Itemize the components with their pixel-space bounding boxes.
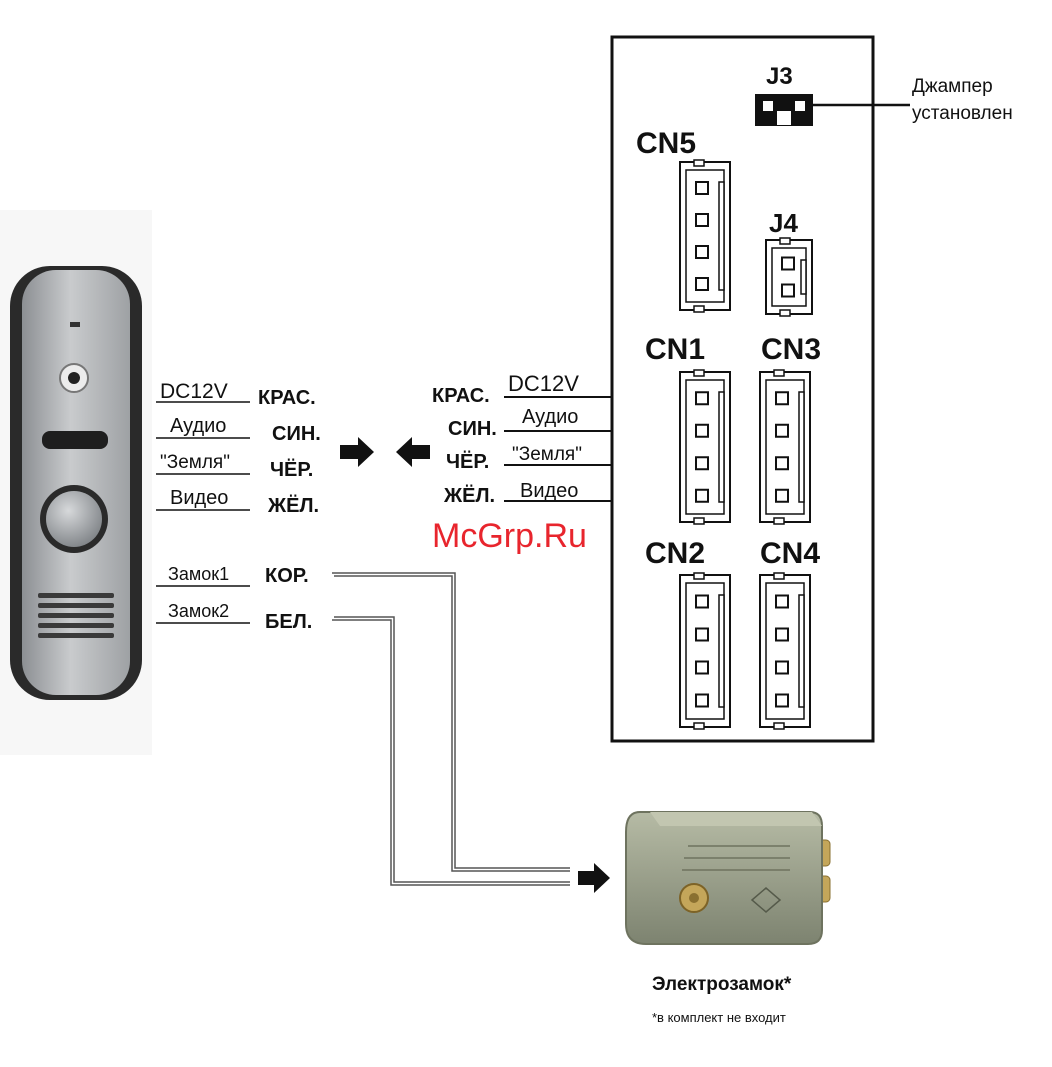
jumper-note-line1: Джампер bbox=[912, 76, 993, 97]
connector-pin bbox=[775, 693, 789, 708]
right-color-red: КРАС. bbox=[432, 385, 490, 407]
left-label-audio: Аудио bbox=[170, 415, 226, 437]
right-label-video: Видео bbox=[520, 480, 578, 502]
left-color-red: КРАС. bbox=[258, 387, 316, 409]
lock-note: *в комплект не входит bbox=[652, 1010, 786, 1025]
connector-pin bbox=[775, 627, 789, 642]
camera-pupil bbox=[68, 372, 80, 384]
left-label-ground: "Земля" bbox=[160, 452, 230, 473]
cn3-label: CN3 bbox=[761, 333, 821, 366]
lock-body bbox=[625, 811, 823, 945]
connector-pin bbox=[695, 594, 709, 609]
call-button-icon bbox=[46, 491, 102, 547]
left-color-white: БЕЛ. bbox=[265, 611, 312, 633]
speaker-grille bbox=[38, 593, 114, 638]
connector-pin bbox=[695, 660, 709, 675]
left-label-dc12v: DC12V bbox=[160, 380, 228, 403]
cn5-label: CN5 bbox=[636, 127, 696, 160]
connector-pin bbox=[781, 256, 795, 271]
left-label-lock1: Замок1 bbox=[168, 564, 229, 584]
connector-pin bbox=[695, 181, 709, 195]
lock-title: Электрозамок* bbox=[652, 974, 792, 995]
ir-window bbox=[42, 431, 108, 449]
connector-pin bbox=[775, 391, 789, 406]
cn2-label: CN2 bbox=[645, 537, 705, 570]
left-color-black: ЧЁР. bbox=[270, 458, 313, 481]
j3-title: J3 bbox=[766, 63, 793, 90]
panel-face bbox=[22, 270, 130, 695]
lock-logo-icon bbox=[750, 887, 782, 913]
cn3-connector bbox=[759, 369, 811, 525]
connector-group bbox=[679, 159, 813, 730]
watermark-text: McGrp.Ru bbox=[432, 517, 587, 555]
monitor-wire-labels: КРАС. СИН. ЧЁР. ЖЁЛ. DC12V Аудио "Земля"… bbox=[432, 371, 705, 507]
cn4-label: CN4 bbox=[760, 537, 820, 570]
connector-pin bbox=[695, 693, 709, 708]
connector-pin bbox=[781, 283, 795, 298]
arrow-left-icon bbox=[396, 437, 430, 467]
connector-pin bbox=[695, 423, 709, 438]
right-label-audio: Аудио bbox=[522, 406, 578, 428]
led-indicator bbox=[70, 322, 80, 327]
arrow-right-icon bbox=[578, 863, 610, 893]
connector-pin bbox=[695, 456, 709, 471]
connector-pin bbox=[775, 488, 789, 503]
connector-pin bbox=[695, 391, 709, 406]
lock-top-face bbox=[650, 812, 822, 826]
panel-wire-labels: DC12V Аудио "Земля" Видео Замок1 Замок2 … bbox=[156, 380, 321, 633]
j4-connector bbox=[765, 237, 813, 317]
right-color-blue: СИН. bbox=[448, 418, 497, 440]
monitor-board: J3 Джампер установлен CN5 J4 CN1 CN3 CN2… bbox=[610, 35, 1013, 743]
left-color-brown: КОР. bbox=[265, 565, 309, 587]
connector-pin bbox=[695, 213, 709, 227]
left-color-yellow: ЖЁЛ. bbox=[267, 494, 319, 517]
cn1-connector bbox=[679, 369, 731, 525]
cn5-connector bbox=[679, 159, 731, 313]
connector-pin bbox=[695, 627, 709, 642]
right-label-ground: "Земля" bbox=[512, 444, 582, 465]
connector-pin bbox=[695, 245, 709, 259]
cn2-connector bbox=[679, 572, 731, 730]
left-label-lock2: Замок2 bbox=[168, 601, 229, 621]
jumper-note-line2: установлен bbox=[912, 103, 1013, 124]
board-outline bbox=[610, 35, 875, 743]
connector-pin bbox=[775, 423, 789, 438]
connector-pin bbox=[775, 660, 789, 675]
call-panel bbox=[0, 210, 152, 755]
connector-pin bbox=[695, 277, 709, 291]
right-color-black: ЧЁР. bbox=[446, 450, 489, 473]
connector-pin bbox=[775, 456, 789, 471]
cn4-connector bbox=[759, 572, 811, 730]
electric-lock: Электрозамок* *в комплект не входит bbox=[625, 811, 831, 1025]
connector-pin bbox=[775, 594, 789, 609]
arrow-right-icon bbox=[340, 437, 374, 467]
j4-label: J4 bbox=[769, 208, 798, 238]
left-color-blue: СИН. bbox=[272, 423, 321, 445]
left-label-video: Видео bbox=[170, 487, 228, 509]
lock-grooves bbox=[682, 845, 790, 871]
lock-wires bbox=[332, 572, 570, 886]
cn1-label: CN1 bbox=[645, 333, 705, 366]
connector-pin bbox=[695, 488, 709, 503]
right-label-dc12v: DC12V bbox=[508, 371, 579, 396]
right-color-yellow: ЖЁЛ. bbox=[443, 484, 495, 507]
